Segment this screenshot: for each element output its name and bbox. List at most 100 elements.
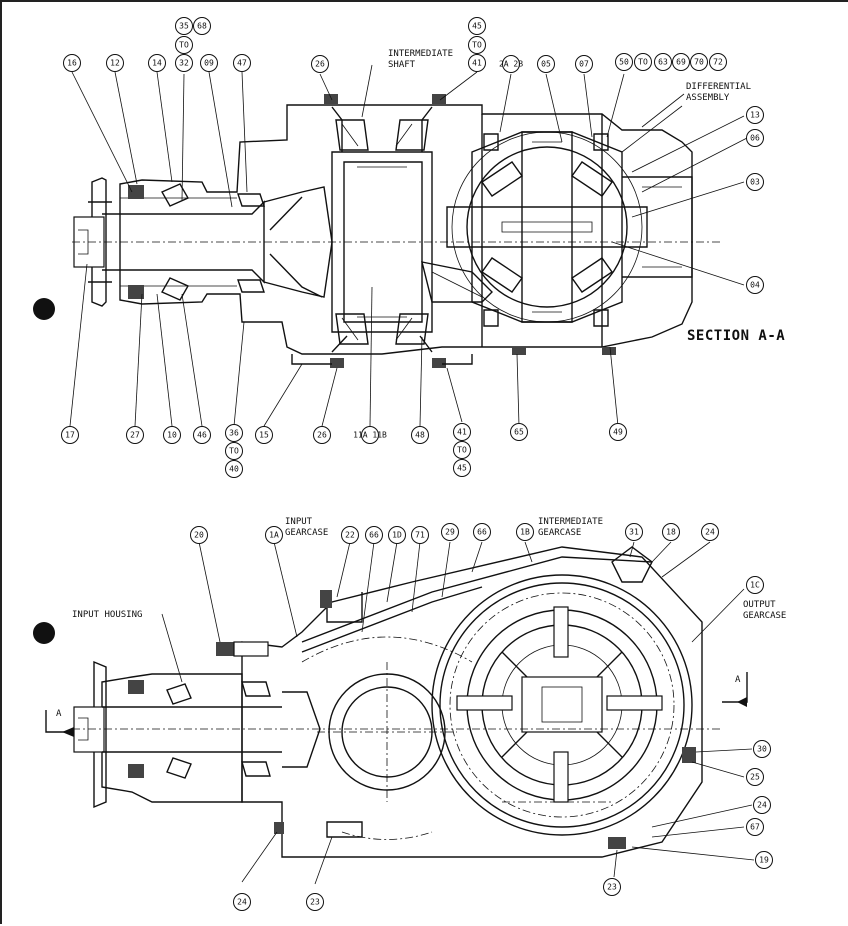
- callout-circle: [615, 53, 633, 71]
- callout-number: 1D: [392, 531, 402, 540]
- callout-bubble: 14: [148, 54, 166, 72]
- callout-bubble: 13: [746, 106, 764, 124]
- callout-number: 16: [67, 59, 77, 68]
- callout-bubble: 66: [365, 526, 383, 544]
- bottom-leaders: [161, 541, 755, 885]
- callout-circle: [453, 459, 471, 477]
- label-intermediate-shaft: SHAFT: [388, 60, 416, 70]
- label-differential-assembly: ASSEMBLY: [686, 93, 730, 103]
- label-intermediate-gearcase: INTERMEDIATE: [538, 517, 603, 527]
- callout-bubble: 68: [193, 17, 211, 35]
- callout-number: 48: [415, 431, 425, 440]
- callout-circle: [746, 768, 764, 786]
- callout-bubble: 26: [311, 55, 329, 73]
- callout-number: 1B: [520, 528, 530, 537]
- callout-circle: [233, 893, 251, 911]
- callout-bubble: 32: [175, 54, 193, 72]
- spider-gears: [481, 133, 613, 327]
- callout-number: 69: [676, 58, 686, 67]
- callout-circle: [255, 426, 273, 444]
- callout-bubble: 41: [453, 423, 471, 441]
- callout-number: TO: [457, 446, 467, 455]
- section-title: SECTION A-A: [687, 328, 786, 344]
- callout-number: 23: [310, 898, 320, 907]
- gearcase-side-view: [45, 541, 755, 885]
- callout-circle: [746, 818, 764, 836]
- callout-circle: [746, 106, 764, 124]
- callout-circle: [411, 426, 429, 444]
- callout-number: 66: [369, 531, 379, 540]
- callout-circle: [746, 173, 764, 191]
- callout-bubble: 03: [746, 173, 764, 191]
- callout-circle: [106, 54, 124, 72]
- callout-bubble: 24: [753, 796, 771, 814]
- callout-bubble: 1D: [388, 526, 406, 544]
- callout-circle: [311, 55, 329, 73]
- callout-circle: [690, 53, 708, 71]
- callout-circle: [441, 523, 459, 541]
- callout-number: TO: [179, 41, 189, 50]
- callout-bubble: TO: [634, 53, 652, 71]
- callout-bubble: 49: [609, 423, 627, 441]
- callout-number: 29: [445, 528, 455, 537]
- label-section-mark-right: A: [735, 675, 741, 685]
- differential-spokes: [456, 606, 663, 803]
- callout-circle: [625, 523, 643, 541]
- callout-bubble: 30: [753, 740, 771, 758]
- callout-circle: [411, 526, 429, 544]
- callout-number: 07: [579, 60, 589, 69]
- callout-number: 15: [259, 431, 269, 440]
- label-section-mark-left: A: [56, 709, 62, 719]
- callout-number: 63: [658, 58, 668, 67]
- callout-number: 47: [237, 59, 247, 68]
- callout-circle: [61, 426, 79, 444]
- callout-number: 41: [472, 59, 482, 68]
- callout-bubble: TO: [453, 441, 471, 459]
- callout-number: 18: [666, 528, 676, 537]
- callout-circle: [233, 54, 251, 72]
- callout-bubble: 25: [746, 768, 764, 786]
- callout-bubble: 12: [106, 54, 124, 72]
- side-bearings: [128, 680, 321, 779]
- callout-circle: [753, 796, 771, 814]
- callout-bubble: 15: [255, 426, 273, 444]
- callout-bubble: 17: [61, 426, 79, 444]
- callout-bubble: 71: [411, 526, 429, 544]
- callout-number: 30: [757, 745, 767, 754]
- callout-number: 26: [315, 60, 325, 69]
- callout-circle: [468, 17, 486, 35]
- callout-circle: [672, 53, 690, 71]
- callout-bubble: 06: [746, 129, 764, 147]
- top-leaders: [69, 64, 748, 427]
- callout-number: 14: [152, 59, 162, 68]
- callout-number: 06: [750, 134, 760, 143]
- callout-number: 13: [750, 111, 760, 120]
- callout-circle: [537, 55, 555, 73]
- callout-bubble: 45: [468, 17, 486, 35]
- callout-number: 11A 11B: [353, 431, 387, 440]
- callout-number: 03: [750, 178, 760, 187]
- callout-bubble: 19: [755, 851, 773, 869]
- callout-number: 09: [204, 59, 214, 68]
- callout-number: 31: [629, 528, 639, 537]
- section-a-a-view: [69, 64, 748, 427]
- callout-circle: [175, 36, 193, 54]
- callout-bubble: 2A 2B: [499, 55, 523, 73]
- callout-bubble: 45: [453, 459, 471, 477]
- label-differential-assembly: DIFFERENTIAL: [686, 82, 751, 92]
- callout-circle: [306, 893, 324, 911]
- label-intermediate-shaft: INTERMEDIATE: [388, 49, 453, 59]
- label-output-gearcase: OUTPUT: [743, 600, 776, 610]
- callout-bubble: 29: [441, 523, 459, 541]
- callout-number: 36: [229, 429, 239, 438]
- callout-number: 05: [541, 60, 551, 69]
- callout-bubble: TO: [225, 442, 243, 460]
- callout-number: 17: [65, 431, 75, 440]
- callout-circle: [225, 424, 243, 442]
- callout-circle: [225, 442, 243, 460]
- callout-number: 72: [713, 58, 723, 67]
- label-input-gearcase: GEARCASE: [285, 528, 328, 538]
